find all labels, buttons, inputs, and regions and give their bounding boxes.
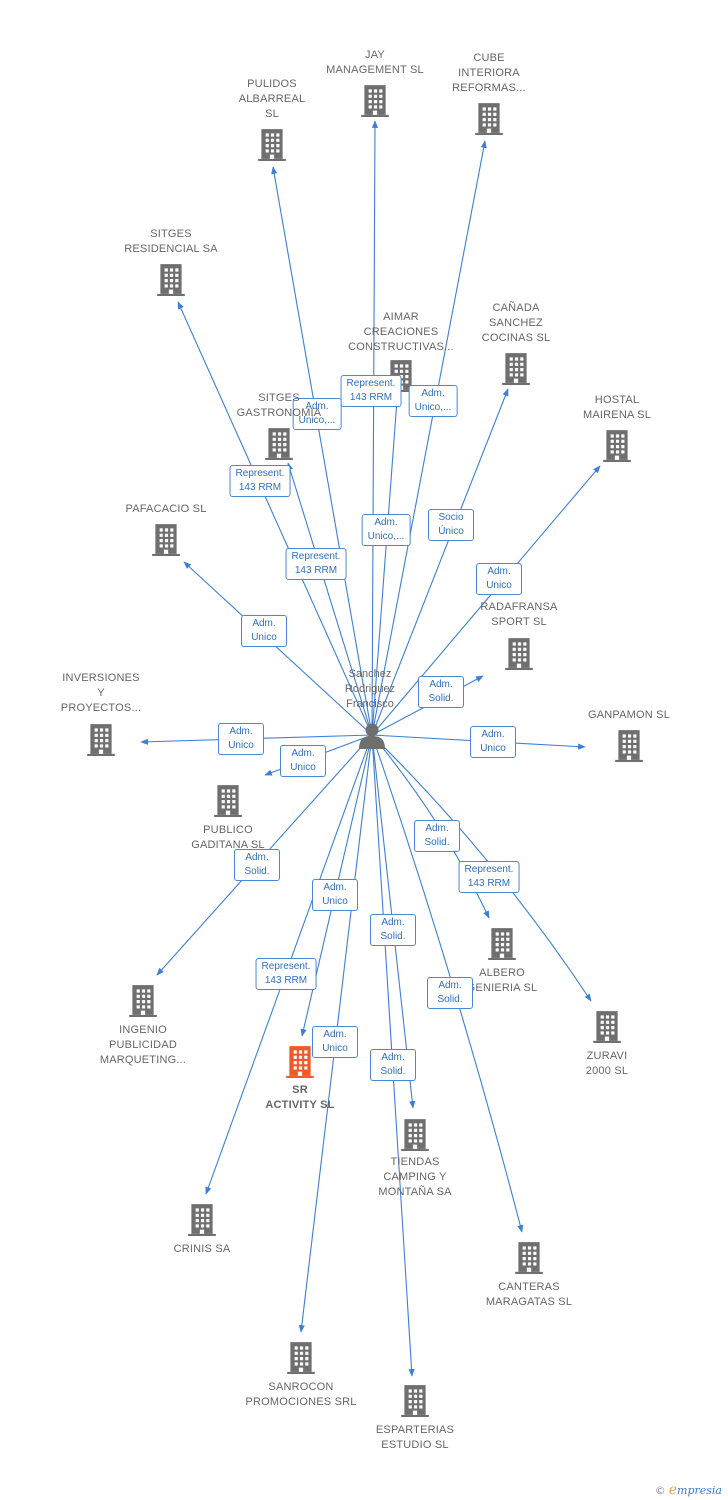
building-icon-sitges_res[interactable] xyxy=(157,264,185,296)
building-icon-inversiones[interactable] xyxy=(87,724,115,756)
company-label-ingenio[interactable]: INGENIO PUBLICIDAD MARQUETING... xyxy=(99,1024,187,1066)
role-badge-hostal: Adm. Unico xyxy=(476,563,522,595)
building-icon-crinis[interactable] xyxy=(188,1204,216,1236)
edge-canada xyxy=(371,388,509,736)
role-badge-ingenio: Adm. Solid. xyxy=(234,849,280,881)
role-badge-esparterias: Adm. Solid. xyxy=(370,1049,416,1081)
company-label-tiendas[interactable]: TIENDAS CAMPING Y MONTAÑA SA xyxy=(378,1156,452,1198)
company-label-sitges_gas[interactable]: SITGES GASTRONOMIA xyxy=(236,392,322,419)
role-badge-sr: Adm. Unico xyxy=(312,879,358,911)
role-badge-sitges_gas: Represent. 143 RRM xyxy=(285,548,347,580)
company-label-cube[interactable]: CUBE INTERIORA REFORMAS... xyxy=(452,52,526,94)
building-icon-sanrocon[interactable] xyxy=(287,1342,315,1374)
building-icon-hostal[interactable] xyxy=(603,430,631,462)
building-icon-sr[interactable] xyxy=(286,1046,314,1078)
company-label-pafacacio[interactable]: PAFACACIO SL xyxy=(125,503,207,515)
company-label-jay[interactable]: JAY MANAGEMENT SL xyxy=(326,49,424,76)
company-label-ganpamon[interactable]: GANPAMON SL xyxy=(587,709,671,721)
role-badge-canada: Socio Único xyxy=(428,509,474,541)
role-badge-jay: Represent. 143 RRM xyxy=(340,375,402,407)
company-label-sanrocon[interactable]: SANROCON PROMOCIONES SRL xyxy=(245,1381,357,1408)
company-label-radafransa[interactable]: RADAFRANSA SPORT SL xyxy=(480,601,558,628)
company-label-esparterias[interactable]: ESPARTERIAS ESTUDIO SL xyxy=(375,1424,455,1451)
edge-sitges_gas xyxy=(287,462,373,736)
role-badge-zuravi: Represent. 143 RRM xyxy=(458,861,520,893)
company-label-sr[interactable]: SR ACTIVITY SL xyxy=(265,1084,335,1111)
company-label-canteras[interactable]: CANTERAS MARAGATAS SL xyxy=(485,1281,573,1308)
building-icon-albero[interactable] xyxy=(488,928,516,960)
role-badge-sitges_res: Represent. 143 RRM xyxy=(229,465,291,497)
role-badge-radafransa: Adm. Solid. xyxy=(418,676,464,708)
building-icon-sitges_gas[interactable] xyxy=(265,428,293,460)
company-label-publico[interactable]: PUBLICO GADITANA SL xyxy=(191,824,265,851)
company-label-aimar[interactable]: AIMAR CREACIONES CONSTRUCTIVAS... xyxy=(348,311,454,353)
company-label-inversiones[interactable]: INVERSIONES Y PROYECTOS... xyxy=(60,672,142,714)
role-badge-publico: Adm. Unico xyxy=(280,745,326,777)
role-badge-tiendas: Adm. Solid. xyxy=(370,914,416,946)
role-badge-crinis: Represent. 143 RRM xyxy=(255,958,317,990)
building-icon-publico[interactable] xyxy=(214,785,242,817)
company-label-sitges_res[interactable]: SITGES RESIDENCIAL SA xyxy=(124,228,218,255)
role-badge-inversiones: Adm. Unico xyxy=(218,723,264,755)
role-badge-albero: Adm. Solid. xyxy=(414,820,460,852)
company-label-crinis[interactable]: CRINIS SA xyxy=(173,1243,231,1255)
building-icon-ingenio[interactable] xyxy=(129,985,157,1017)
role-badge-aimar: Adm. Unico,... xyxy=(361,514,411,546)
building-icon-canada[interactable] xyxy=(502,353,530,385)
center-person-label: Sanchez Rodriguez Francisco xyxy=(344,668,396,710)
edge-jay xyxy=(371,120,379,736)
role-badge-ganpamon: Adm. Unico xyxy=(470,726,516,758)
building-icon-ganpamon[interactable] xyxy=(615,730,643,762)
role-badge-cube: Adm. Unico,... xyxy=(408,385,458,417)
company-label-albero[interactable]: ALBERO GENIERIA SL xyxy=(466,967,538,994)
building-icon-tiendas[interactable] xyxy=(401,1119,429,1151)
building-icon-pafacacio[interactable] xyxy=(152,524,180,556)
company-label-pulidos[interactable]: PULIDOS ALBARREAL SL xyxy=(238,78,306,120)
person-icon xyxy=(359,723,385,749)
edge-pulidos xyxy=(271,166,373,736)
role-badge-pafacacio: Adm. Unico xyxy=(241,615,287,647)
company-label-hostal[interactable]: HOSTAL MAIRENA SL xyxy=(582,394,652,421)
role-badge-sanrocon: Adm. Unico xyxy=(312,1026,358,1058)
building-icon-canteras[interactable] xyxy=(515,1242,543,1274)
company-label-zuravi[interactable]: ZURAVI 2000 SL xyxy=(585,1050,629,1077)
building-icon-cube[interactable] xyxy=(475,103,503,135)
building-icon-esparterias[interactable] xyxy=(401,1385,429,1417)
edge-cube xyxy=(371,140,487,736)
building-icon-pulidos[interactable] xyxy=(258,129,286,161)
building-icon-jay[interactable] xyxy=(361,85,389,117)
role-badge-canteras: Adm. Solid. xyxy=(427,977,473,1009)
building-icon-zuravi[interactable] xyxy=(593,1011,621,1043)
building-icon-radafransa[interactable] xyxy=(505,638,533,670)
company-label-canada[interactable]: CAÑADA SANCHEZ COCINAS SL xyxy=(481,302,551,344)
edge-sitges_res xyxy=(177,301,373,736)
role-badge-pulidos: Adm. Unico,... xyxy=(292,398,342,430)
edge-hostal xyxy=(371,465,601,736)
edge-aimar xyxy=(371,399,400,736)
edge-pafacacio xyxy=(183,561,373,736)
empresia-logo: ©empresia xyxy=(654,1482,722,1498)
